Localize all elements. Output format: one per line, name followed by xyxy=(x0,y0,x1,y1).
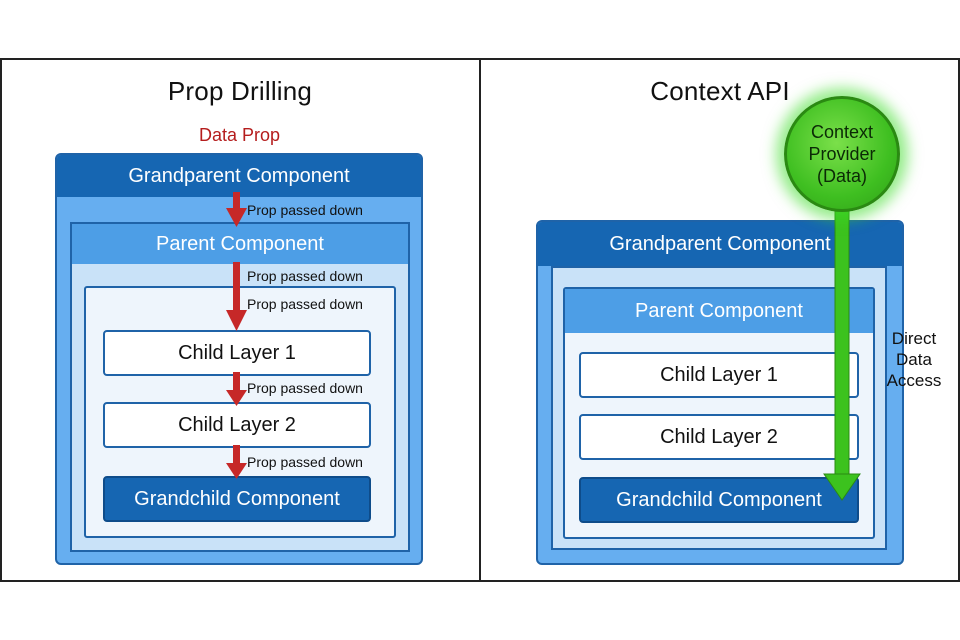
prop-label-1: Prop passed down xyxy=(247,202,363,218)
prop-arrow-1 xyxy=(226,192,247,227)
right-parent-header: Parent Component xyxy=(565,289,873,333)
prop-drilling-title: Prop Drilling xyxy=(167,76,313,106)
provider-line-1: Context xyxy=(810,122,874,142)
prop-arrow-3 xyxy=(226,372,247,406)
prop-label-3: Prop passed down xyxy=(247,296,363,312)
access-line-2: Data xyxy=(896,350,932,369)
left-grandchild: Grandchild Component xyxy=(103,476,371,522)
provider-line-2: Provider xyxy=(808,144,876,164)
prop-label-2: Prop passed down xyxy=(247,268,363,284)
right-child-layer-2: Child Layer 2 xyxy=(579,414,859,460)
direct-data-access-label: Direct Data Access xyxy=(882,328,946,391)
prop-arrow-4 xyxy=(226,445,247,479)
left-parent-header: Parent Component xyxy=(72,224,408,264)
access-line-1: Direct xyxy=(891,329,937,348)
data-prop-label: Data Prop xyxy=(199,125,281,145)
provider-line-3: (Data) xyxy=(816,166,867,186)
red-prop-arrows xyxy=(226,192,247,479)
prop-arrow-2 xyxy=(226,262,247,331)
prop-label-5: Prop passed down xyxy=(247,454,363,470)
right-grandchild: Grandchild Component xyxy=(579,477,859,523)
green-context-arrow xyxy=(823,207,861,501)
prop-label-4: Prop passed down xyxy=(247,380,363,396)
access-line-3: Access xyxy=(886,371,942,390)
context-api-title: Context API xyxy=(650,76,790,106)
right-child-layer-1: Child Layer 1 xyxy=(579,352,859,398)
panel-divider xyxy=(479,58,481,582)
context-provider-circle: Context Provider (Data) xyxy=(784,96,900,212)
left-grandparent-header: Grandparent Component xyxy=(57,155,421,197)
